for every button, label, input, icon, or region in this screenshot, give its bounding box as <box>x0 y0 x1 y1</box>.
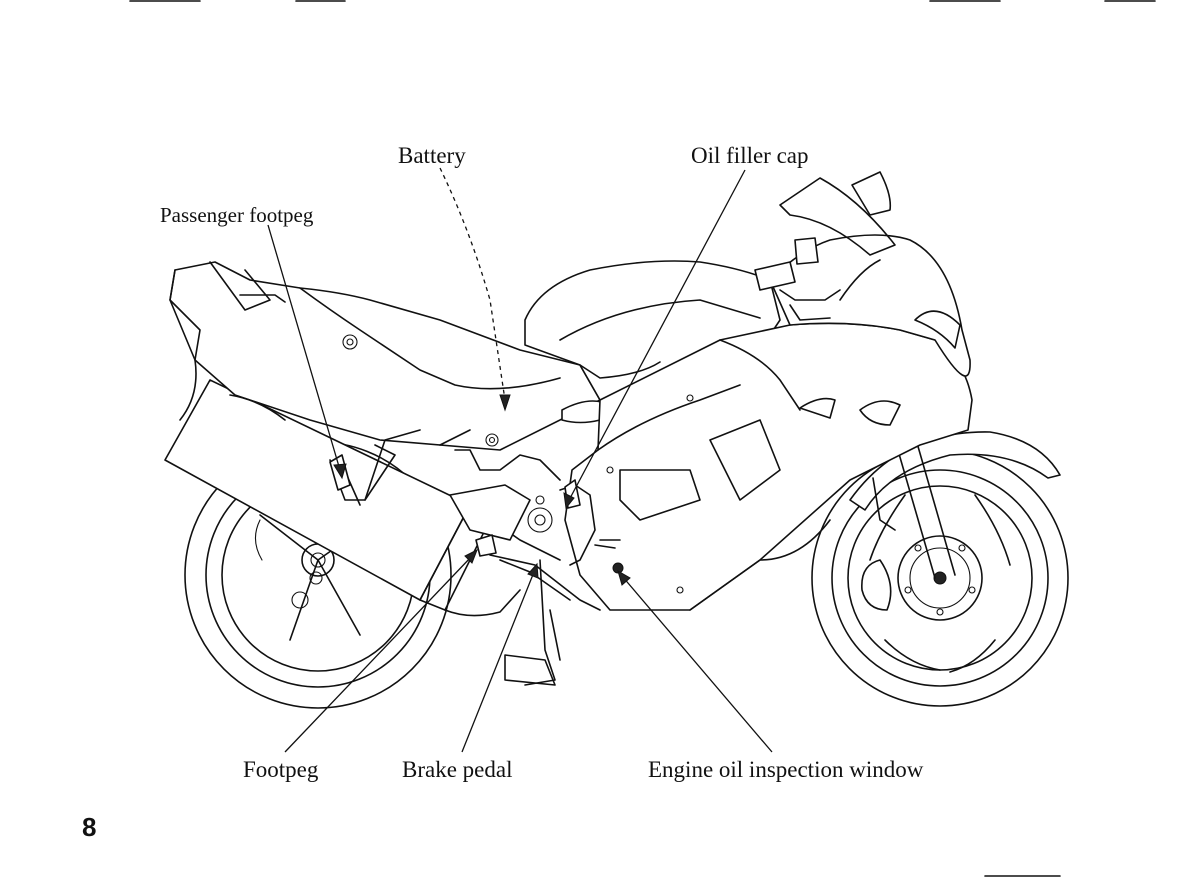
label-engine-oil-inspection-window: Engine oil inspection window <box>648 757 924 782</box>
label-battery: Battery <box>398 143 466 168</box>
oil-filler-cap-leader <box>567 169 746 503</box>
passenger-footpeg-leader <box>267 224 341 471</box>
page-number: 8 <box>82 812 97 842</box>
tail-section <box>169 261 601 451</box>
front-cowl <box>769 171 971 377</box>
label-footpeg: Footpeg <box>243 757 319 782</box>
label-oil-filler-cap: Oil filler cap <box>691 143 809 168</box>
label-brake-pedal: Brake pedal <box>402 757 513 782</box>
engine-oil-window-leader <box>621 575 773 753</box>
side-fairing <box>564 322 973 611</box>
label-passenger-footpeg: Passenger footpeg <box>160 203 314 227</box>
front-wheel <box>811 449 1069 707</box>
handlebar <box>754 237 841 321</box>
brake-pedal-leader <box>461 571 535 753</box>
callout-leaders <box>267 167 773 753</box>
page-edge-marks <box>129 0 1156 877</box>
footpeg-leader <box>284 555 473 753</box>
battery-leader <box>439 167 506 401</box>
